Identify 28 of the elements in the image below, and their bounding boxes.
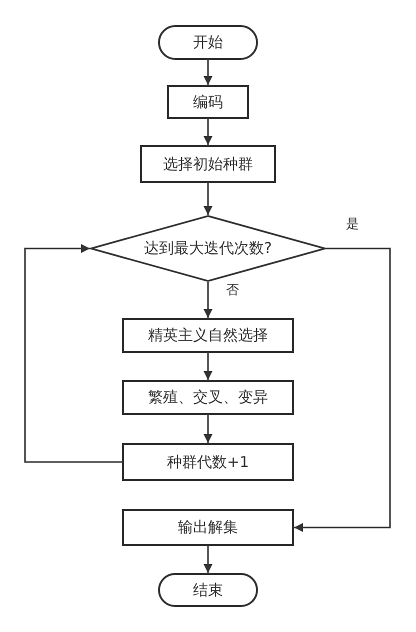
node-text: 开始 <box>193 33 223 52</box>
process-box <box>140 145 276 183</box>
process-box <box>122 318 294 353</box>
node-text: 繁殖、交叉、变异 <box>148 388 268 407</box>
terminal-box <box>158 25 258 60</box>
arrow <box>204 119 212 145</box>
arrow <box>24 244 122 463</box>
edge-label: 否 <box>224 284 241 297</box>
node-text: 种群代数+1 <box>166 452 250 472</box>
process-box <box>122 509 294 546</box>
process-box <box>167 85 249 119</box>
arrow <box>294 248 391 532</box>
arrow <box>204 353 212 380</box>
arrow <box>204 546 212 573</box>
node-text: 结束 <box>193 580 223 600</box>
terminal-box <box>158 573 258 607</box>
arrow <box>204 415 212 443</box>
node-text: 选择初始种群 <box>163 154 253 174</box>
node-text: 达到最大迭代次数? <box>144 239 272 258</box>
arrow <box>204 60 212 85</box>
node-text: 编码 <box>193 92 223 112</box>
node-text: 输出解集 <box>178 518 238 537</box>
node-text: 精英主义自然选择 <box>148 326 268 345</box>
arrow <box>204 183 212 215</box>
edge-label: 是 <box>344 218 361 231</box>
process-box <box>122 380 294 415</box>
arrow <box>204 282 212 318</box>
process-box <box>122 443 294 481</box>
